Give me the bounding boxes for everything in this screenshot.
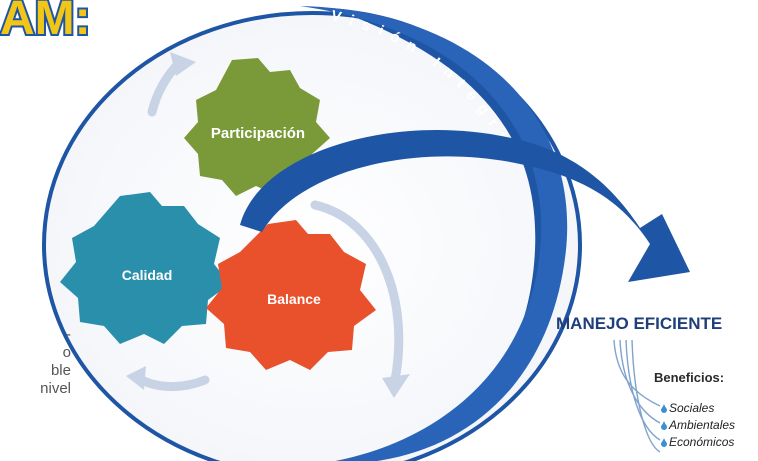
benefit-item-ambientales: Ambientales	[669, 418, 736, 432]
stream-3	[625, 339, 661, 441]
drop-icon	[661, 404, 667, 413]
gear-calidad: Calidad	[60, 192, 230, 344]
drop-icon	[661, 438, 667, 447]
logo-fragment: AM:	[0, 0, 91, 45]
cycle-arrowheads	[126, 52, 410, 398]
gear-participacion-label: Participación	[211, 125, 305, 142]
benefit-item-economicos: Económicos	[669, 435, 735, 449]
cycle-arrow-right	[310, 200, 404, 385]
gear-participacion-shape	[184, 58, 330, 196]
stream-2	[619, 339, 661, 424]
arrowhead-bottom	[126, 366, 146, 390]
gear-balance: Balance	[206, 220, 376, 370]
benefit-item-sociales: Sociales	[669, 401, 715, 415]
outcome-title: MANEJO EFICIENTE	[556, 314, 722, 333]
logo: AM:	[0, 0, 93, 47]
arrowhead-left	[170, 52, 196, 76]
gear-balance-shape	[206, 220, 376, 370]
gear-participacion: Participación	[184, 58, 330, 196]
side-text-fragment: - o ble nivel	[40, 326, 71, 397]
arrowhead-right	[382, 374, 410, 398]
benefit-streams	[613, 339, 661, 453]
stream-4	[631, 339, 661, 453]
outcome-arrow	[240, 129, 690, 282]
drop-icon	[661, 421, 667, 430]
gear-calidad-label: Calidad	[122, 267, 173, 283]
gear-calidad-shape	[60, 192, 230, 344]
benefits-title: Beneficios:	[654, 370, 725, 385]
gear-balance-label: Balance	[267, 291, 321, 307]
